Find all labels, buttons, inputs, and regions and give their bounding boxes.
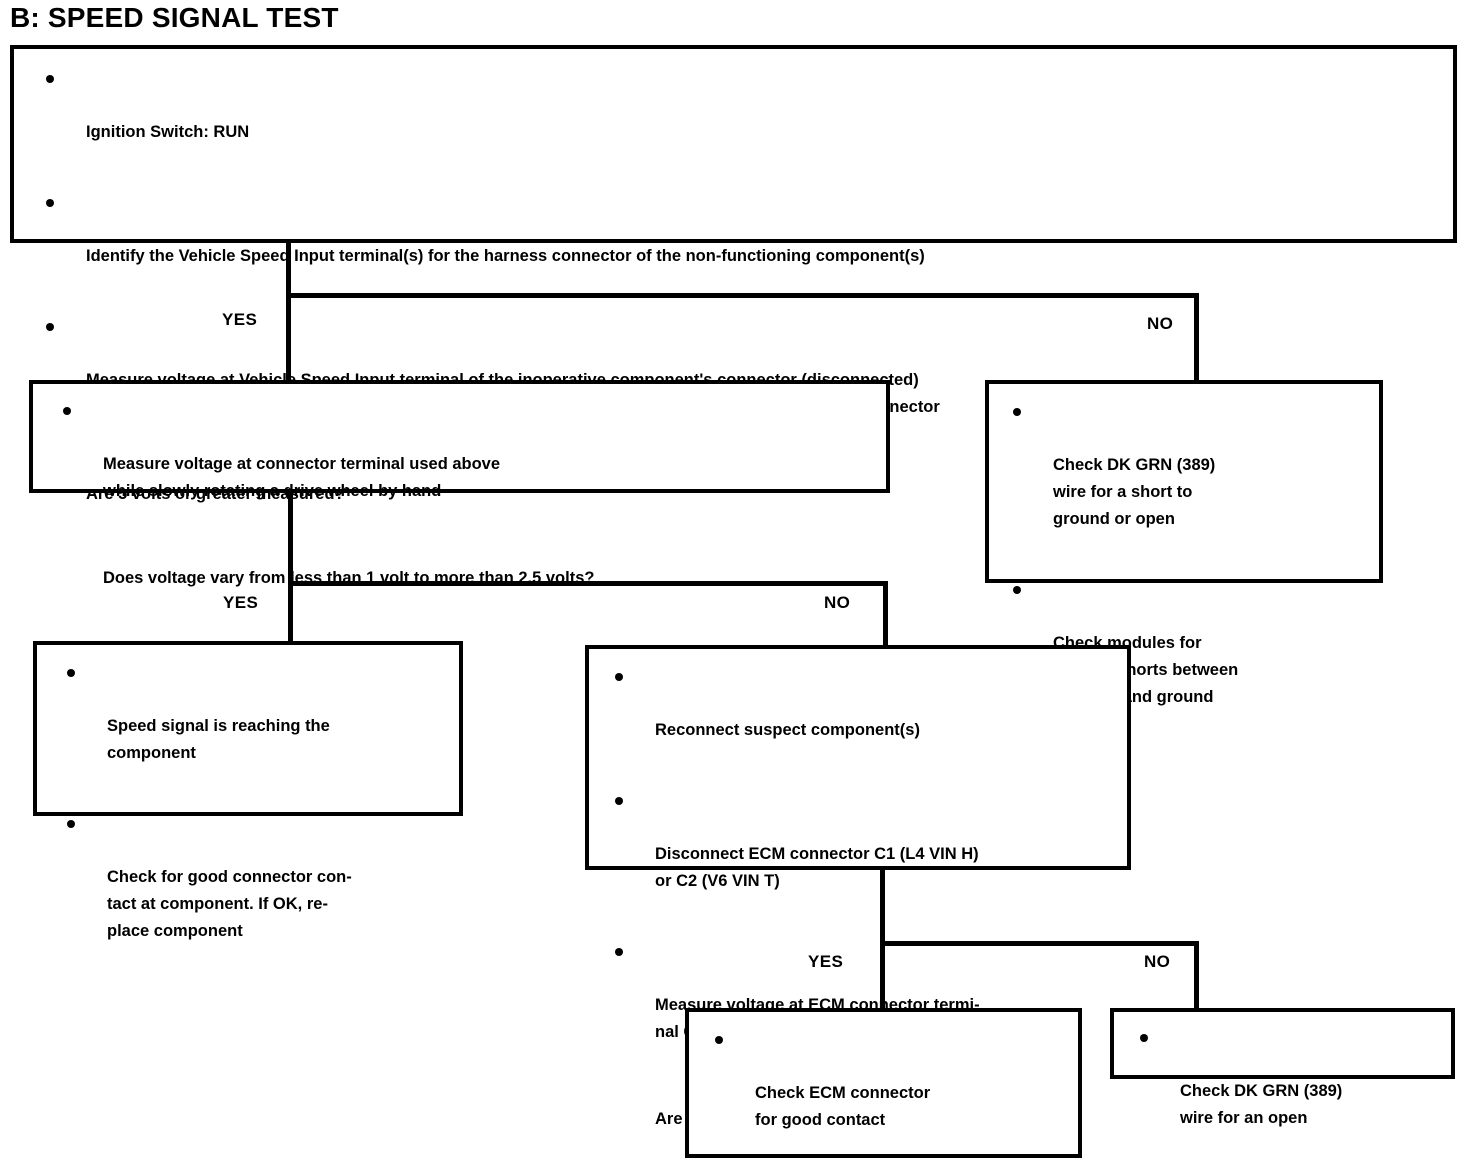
bullet-dot-icon: [615, 797, 623, 805]
list-item-text: Check DK GRN (389) wire for an open: [1180, 1082, 1343, 1127]
edge-label-no-n1: NO: [1147, 314, 1174, 333]
list-item: Ignition Switch: RUN: [46, 65, 1435, 173]
edge-label-yes-n1: YES: [222, 310, 258, 329]
list-item-text: Disconnect ECM connector C1 (L4 VIN H) o…: [655, 845, 979, 890]
connector-n5-branch-horizontal: [880, 941, 1199, 946]
connector-n1-to-n2: [286, 293, 291, 383]
connector-n5-stem: [880, 870, 885, 945]
list-item-text: Check DK GRN (389) wire for a short to g…: [1053, 456, 1216, 528]
flowchart-node-n6: Check ECM connector for good contact If …: [685, 1008, 1082, 1158]
list-item-text: Check ECM connector for good contact: [755, 1084, 931, 1129]
list-item-text: Speed signal is reaching the component: [107, 717, 330, 762]
bullet-dot-icon: [67, 820, 75, 828]
connector-n5-to-n6: [880, 941, 885, 1009]
bullet-dot-icon: [715, 1036, 723, 1044]
bullet-dot-icon: [615, 948, 623, 956]
edge-label-yes-n2: YES: [223, 593, 259, 612]
connector-n2-stem: [288, 493, 293, 585]
bullet-dot-icon: [67, 669, 75, 677]
bullet-dot-icon: [1013, 586, 1021, 594]
list-item: Speed signal is reaching the component: [67, 659, 447, 794]
node-n2-bullet-list: Measure voltage at connector terminal us…: [33, 384, 886, 619]
list-item-text: Identify the Vehicle Speed Input termina…: [86, 247, 925, 265]
connector-n2-to-n5: [883, 581, 888, 647]
list-item: Disconnect ECM connector C1 (L4 VIN H) o…: [615, 787, 1115, 922]
flowchart-node-n1: Ignition Switch: RUN Identify the Vehicl…: [10, 45, 1457, 503]
node-n6-bullet-list: Check ECM connector for good contact If …: [689, 1012, 1078, 1166]
edge-label-yes-n5: YES: [808, 952, 844, 971]
page-title: B: SPEED SIGNAL TEST: [10, 2, 339, 33]
list-item-text: Measure voltage at connector terminal us…: [103, 455, 501, 500]
connector-n1-to-n3: [1194, 293, 1199, 383]
list-item: Identify the Vehicle Speed Input termina…: [46, 189, 1435, 297]
list-item: Reconnect suspect component(s): [615, 663, 1115, 771]
list-item-text: Does voltage vary from less than 1 volt …: [103, 569, 595, 587]
connector-n1-stem: [286, 243, 291, 298]
bullet-dot-icon: [63, 407, 71, 415]
bullet-dot-icon: [46, 323, 54, 331]
bullet-dot-icon: [1140, 1034, 1148, 1042]
list-item: Check DK GRN (389) wire for a short to g…: [1013, 398, 1367, 560]
flowchart-node-n5: Reconnect suspect component(s) Disconnec…: [585, 645, 1131, 1128]
list-item-text: Check for good connector con- tact at co…: [107, 868, 352, 940]
edge-label-no-n5: NO: [1144, 952, 1171, 971]
flowchart-node-n3: Check DK GRN (389) wire for a short to g…: [985, 380, 1383, 706]
edge-label-no-n2: NO: [824, 593, 851, 612]
bullet-dot-icon: [46, 75, 54, 83]
flowchart-node-n7: Check DK GRN (389) wire for an open: [1110, 1008, 1455, 1127]
list-item: Check for good connector con- tact at co…: [67, 810, 447, 972]
bullet-dot-icon: [1013, 408, 1021, 416]
bullet-dot-icon: [46, 199, 54, 207]
node-n4-bullet-list: Speed signal is reaching the component C…: [37, 645, 459, 972]
connector-n1-branch-horizontal: [286, 293, 1199, 298]
list-item-text: Ignition Switch: RUN: [86, 123, 250, 141]
bullet-dot-icon: [615, 673, 623, 681]
list-item: Measure voltage at connector terminal us…: [63, 397, 872, 532]
connector-n2-to-n4: [288, 581, 293, 643]
list-item: Check DK GRN (389) wire for an open: [1140, 1024, 1439, 1159]
connector-n5-to-n7: [1194, 941, 1199, 1009]
list-item: Check ECM connector for good contact: [715, 1026, 1066, 1161]
connector-n2-branch-horizontal: [288, 581, 888, 586]
list-item-text: Reconnect suspect component(s): [655, 721, 920, 739]
node-n7-bullet-list: Check DK GRN (389) wire for an open: [1114, 1012, 1451, 1159]
flowchart-node-n2: Measure voltage at connector terminal us…: [29, 380, 890, 587]
flowchart-node-n4: Speed signal is reaching the component C…: [33, 641, 463, 940]
list-item-question: Does voltage vary from less than 1 volt …: [63, 538, 872, 619]
